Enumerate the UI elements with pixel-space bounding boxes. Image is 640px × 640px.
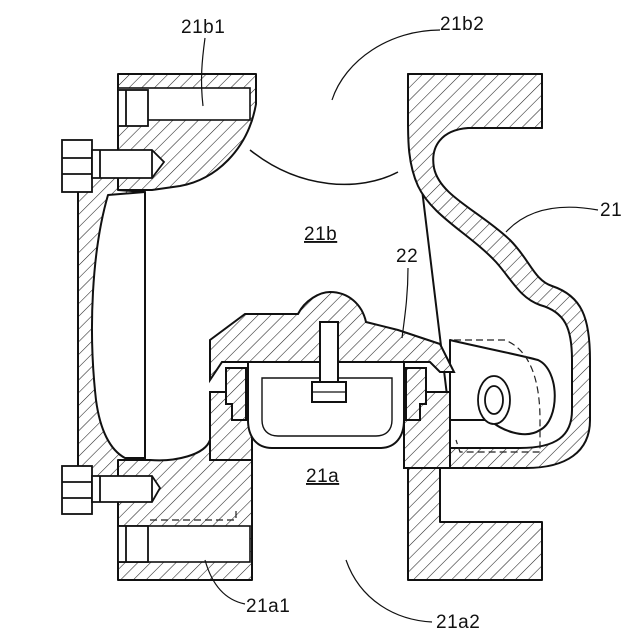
label-22: 22: [396, 246, 418, 267]
label-21b1: 21b1: [181, 17, 225, 38]
label-21b: 21b: [304, 224, 337, 245]
leader-21: [506, 207, 598, 232]
label-21a: 21a: [306, 466, 339, 487]
label-21: 21: [600, 200, 622, 221]
leader-22: [402, 268, 408, 338]
valve-stem: [320, 322, 338, 382]
cover-recess: [92, 192, 145, 458]
guide-pin: [478, 376, 510, 424]
label-21b2: 21b2: [440, 14, 484, 35]
label-21a2: 21a2: [436, 612, 480, 633]
lower-right-flange: [408, 468, 542, 580]
label-21a1: 21a1: [246, 596, 290, 617]
chamber-arcs: [250, 150, 398, 184]
